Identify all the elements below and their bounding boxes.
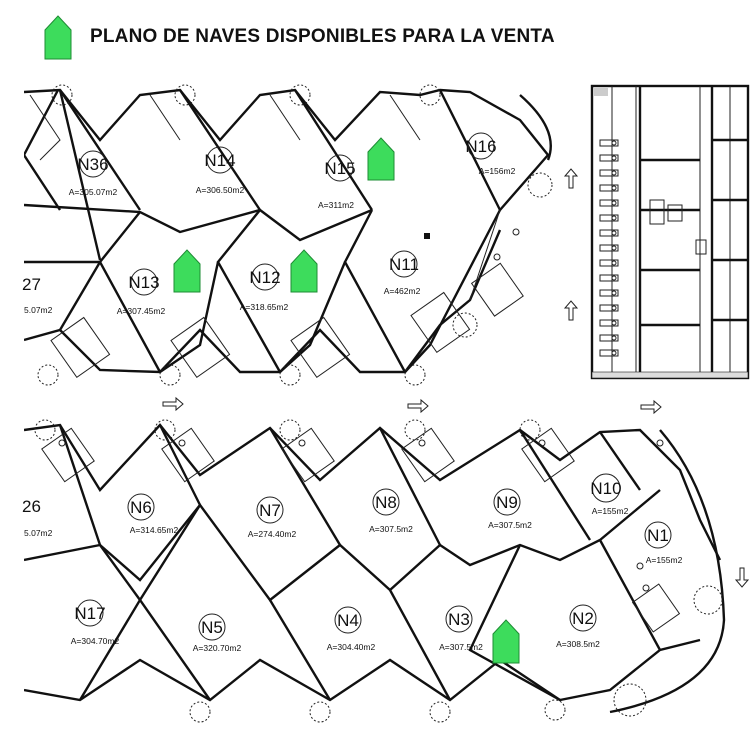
arrow-right-icon — [640, 399, 662, 415]
unit-label: N36 — [77, 155, 108, 174]
arrow-up-icon — [563, 168, 579, 189]
unit-N14: N14 A=306.50m2 — [196, 146, 245, 195]
unit-N17: N17 A=304.70m2 — [71, 599, 120, 646]
available-marker-N3 — [492, 619, 520, 664]
unit-area: A=307.5m2 — [439, 642, 483, 652]
unit-label: 26 — [22, 497, 41, 516]
unit-label: N10 — [590, 479, 621, 498]
unit-N3: N3 A=307.5m2 — [439, 605, 483, 652]
unit-label: N6 — [130, 498, 152, 517]
unit-area: A=155m2 — [646, 555, 683, 565]
unit-N11: N11 A=462m2 — [384, 250, 421, 296]
unit-N8: N8 A=307.5m2 — [369, 488, 413, 534]
arrow-right-icon — [407, 398, 429, 414]
available-marker-N13 — [173, 249, 201, 293]
available-marker-icon — [44, 14, 72, 60]
unit-label: N13 — [128, 273, 159, 292]
unit-label: N2 — [572, 609, 594, 628]
unit-N4: N4 A=304.40m2 — [327, 606, 376, 652]
unit-area: A=274.40m2 — [248, 529, 297, 539]
available-marker-N12 — [290, 249, 318, 293]
unit-N2: N2 A=308.5m2 — [556, 604, 600, 649]
legend-title: PLANO DE NAVES DISPONIBLES PARA LA VENTA — [90, 26, 555, 47]
unit-area: A=311m2 — [318, 200, 354, 210]
unit-area: A=307.5m2 — [488, 520, 532, 530]
unit-N15: N15 A=311m2 — [318, 154, 356, 210]
unit-area: A=155m2 — [592, 506, 629, 516]
unit-area: A=305.07m2 — [69, 187, 118, 197]
unit-area: A=156m2 — [479, 166, 516, 176]
unit-N6: N6 A=314.65m2 — [127, 493, 179, 535]
unit-label: N14 — [204, 151, 235, 170]
unit-27-partial: 27 5.07m2 — [22, 275, 53, 315]
unit-area: A=307.5m2 — [369, 524, 413, 534]
legend: PLANO DE NAVES DISPONIBLES PARA LA VENTA — [44, 14, 555, 60]
unit-26-partial: 26 5.07m2 — [22, 497, 53, 538]
unit-area: A=306.50m2 — [196, 185, 245, 195]
unit-label: N16 — [465, 137, 496, 156]
unit-N36: N36 A=305.07m2 — [69, 150, 118, 197]
unit-label: N11 — [389, 255, 419, 274]
unit-label: N12 — [249, 268, 280, 287]
arrow-right-icon — [162, 396, 184, 412]
unit-area: 5.07m2 — [24, 305, 53, 315]
unit-label: N8 — [375, 493, 397, 512]
unit-label: N17 — [74, 604, 105, 623]
unit-label: N3 — [448, 610, 470, 629]
unit-area: A=308.5m2 — [556, 639, 600, 649]
unit-N16: N16 A=156m2 — [465, 132, 516, 176]
parking-spots — [599, 139, 619, 357]
unit-label: N9 — [496, 493, 518, 512]
unit-N12: N12 A=318.65m2 — [240, 263, 289, 312]
unit-area: A=318.65m2 — [240, 302, 289, 312]
unit-area: 5.07m2 — [24, 528, 53, 538]
unit-label: N1 — [647, 526, 669, 545]
unit-area: A=462m2 — [384, 286, 421, 296]
unit-area: A=307.45m2 — [117, 306, 166, 316]
unit-N9: N9 A=307.5m2 — [488, 488, 532, 530]
bottom-building-block — [24, 419, 726, 723]
unit-area: A=314.65m2 — [130, 525, 179, 535]
unit-label: N4 — [337, 611, 359, 630]
available-marker-N15 — [367, 137, 395, 181]
unit-area: A=304.40m2 — [327, 642, 376, 652]
bottom-block-details — [34, 419, 723, 723]
parking-block — [590, 84, 750, 380]
top-block-details — [29, 84, 553, 386]
unit-area: A=304.70m2 — [71, 636, 120, 646]
unit-N10: N10 A=155m2 — [590, 473, 629, 516]
unit-label: N15 — [324, 159, 355, 178]
arrow-down-icon — [734, 567, 750, 588]
unit-area: A=320.70m2 — [193, 643, 242, 653]
arrow-up-icon — [563, 300, 579, 321]
bottom-block-walls — [24, 423, 726, 714]
unit-N13: N13 A=307.45m2 — [117, 268, 166, 316]
unit-label: N5 — [201, 618, 223, 637]
unit-N5: N5 A=320.70m2 — [193, 613, 242, 653]
unit-label: 27 — [22, 275, 41, 294]
top-building-block — [24, 84, 553, 386]
top-block-walls — [24, 88, 552, 374]
unit-N7: N7 A=274.40m2 — [248, 496, 297, 539]
unit-N1: N1 A=155m2 — [644, 521, 683, 565]
unit-label: N7 — [259, 501, 281, 520]
